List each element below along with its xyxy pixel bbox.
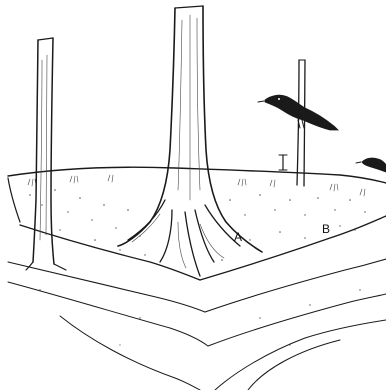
- right-perch-pole: [297, 60, 305, 186]
- ground-surface: [8, 167, 386, 390]
- label-a: A: [234, 230, 242, 244]
- grass-tufts: [28, 175, 365, 196]
- left-tree-trunk: [26, 38, 66, 270]
- label-b: B: [322, 222, 330, 236]
- blackbird-icon: [356, 158, 386, 172]
- water-marker: [279, 155, 287, 170]
